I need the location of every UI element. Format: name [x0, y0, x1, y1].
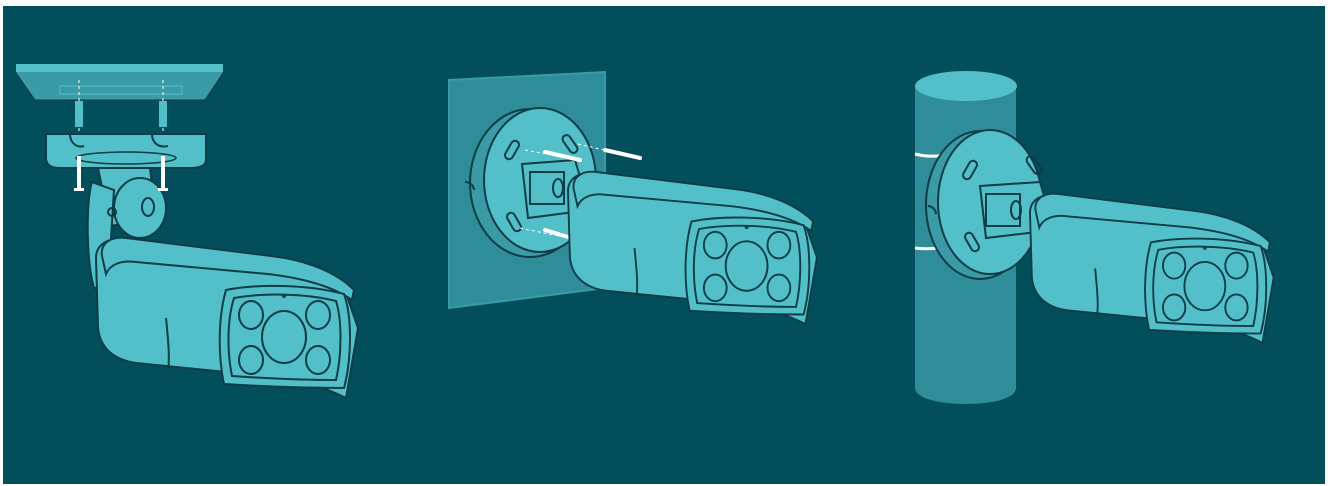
camera-ceiling-mount-icon — [16, 64, 358, 398]
camera-pole-mount-icon — [915, 71, 1274, 404]
camera-wall-mount-icon — [449, 72, 817, 324]
